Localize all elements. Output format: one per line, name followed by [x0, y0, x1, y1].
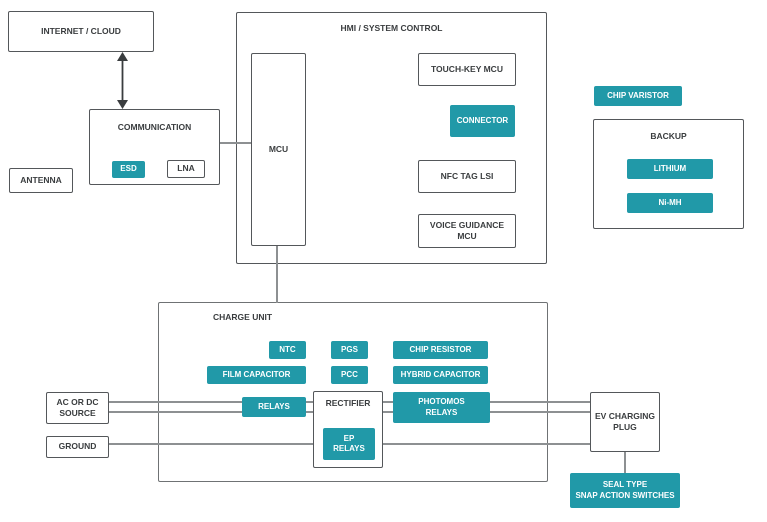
node-ep-relays: EP RELAYS: [323, 428, 375, 460]
seal-switches-label: SEAL TYPE SNAP ACTION SWITCHES: [575, 480, 675, 500]
connector-label: CONNECTOR: [456, 115, 509, 125]
backup-group: BACKUP: [593, 119, 744, 229]
voice-guidance-mcu-label: VOICE GUIDANCE MCU: [429, 219, 505, 241]
node-internet-cloud: INTERNET / CLOUD: [8, 11, 154, 52]
node-ev-charging-plug: EV CHARGING PLUG: [590, 392, 660, 452]
mcu-label: MCU: [268, 143, 289, 154]
backup-label: BACKUP: [650, 131, 687, 141]
node-chip-varistor: CHIP VARISTOR: [594, 86, 682, 106]
communication-group-title: COMMUNICATION: [90, 122, 219, 132]
communication-label: COMMUNICATION: [117, 122, 192, 132]
node-lithium: LITHIUM: [627, 159, 713, 179]
lithium-label: LITHIUM: [653, 163, 687, 173]
node-pcc: PCC: [331, 366, 368, 384]
node-relays: RELAYS: [242, 397, 306, 417]
node-esd: ESD: [112, 161, 145, 178]
communication-group: COMMUNICATION: [89, 109, 220, 185]
charge-unit-group: CHARGE UNIT: [158, 302, 548, 482]
node-ntc: NTC: [269, 341, 306, 359]
ntc-label: NTC: [279, 344, 296, 354]
node-voice-guidance-mcu: VOICE GUIDANCE MCU: [418, 214, 516, 248]
lna-label: LNA: [177, 163, 195, 174]
node-hybrid-capacitor: HYBRID CAPACITOR: [393, 366, 488, 384]
hmi-system-control-group: HMI / SYSTEM CONTROL: [236, 12, 547, 264]
node-ground: GROUND: [46, 436, 109, 458]
photomos-relays-label: PHOTOMOS RELAYS: [418, 397, 465, 417]
film-capacitor-label: FILM CAPACITOR: [222, 369, 291, 379]
chip-resistor-label: CHIP RESISTOR: [409, 344, 472, 354]
esd-label: ESD: [120, 164, 137, 174]
relays-label: RELAYS: [258, 401, 290, 411]
connector-line-plug-to-switches: [624, 452, 626, 474]
pcc-label: PCC: [341, 369, 358, 379]
charge-unit-label: CHARGE UNIT: [213, 312, 273, 322]
backup-group-title: BACKUP: [594, 131, 743, 141]
node-connector: CONNECTOR: [450, 105, 515, 137]
chip-varistor-label: CHIP VARISTOR: [607, 90, 669, 100]
ep-relays-label: EP RELAYS: [333, 433, 365, 453]
node-nimh: Ni-MH: [627, 193, 713, 213]
node-pgs: PGS: [331, 341, 368, 359]
node-ac-or-dc-source: AC OR DC SOURCE: [46, 392, 109, 424]
ev-charging-plug-label: EV CHARGING PLUG: [595, 410, 655, 432]
antenna-label: ANTENNA: [20, 174, 62, 185]
rectifier-label: RECTIFIER: [325, 398, 371, 408]
hmi-label: HMI / SYSTEM CONTROL: [340, 23, 443, 33]
charge-unit-group-title: CHARGE UNIT: [213, 312, 547, 322]
node-touch-key-mcu: TOUCH-KEY MCU: [418, 53, 516, 86]
node-photomos-relays: PHOTOMOS RELAYS: [393, 392, 490, 423]
double-arrow-icon: [117, 52, 128, 109]
hmi-group-title: HMI / SYSTEM CONTROL: [237, 23, 546, 33]
ac-or-dc-source-label: AC OR DC SOURCE: [56, 396, 99, 418]
connector-line-mcu-to-charge-unit: [276, 246, 278, 303]
nfc-tag-lsi-label: NFC TAG LSI: [440, 170, 494, 181]
nimh-label: Ni-MH: [658, 197, 682, 207]
connector-line-comm-to-mcu: [220, 142, 252, 144]
pgs-label: PGS: [341, 344, 358, 354]
hybrid-capacitor-label: HYBRID CAPACITOR: [400, 369, 481, 379]
node-lna: LNA: [167, 160, 205, 178]
node-film-capacitor: FILM CAPACITOR: [207, 366, 306, 384]
node-mcu: MCU: [251, 53, 306, 246]
node-antenna: ANTENNA: [9, 168, 73, 193]
node-seal-type-snap-action-switches: SEAL TYPE SNAP ACTION SWITCHES: [570, 473, 680, 508]
internet-cloud-label: INTERNET / CLOUD: [41, 25, 121, 36]
touch-key-mcu-label: TOUCH-KEY MCU: [431, 63, 503, 74]
node-chip-resistor: CHIP RESISTOR: [393, 341, 488, 359]
ground-label: GROUND: [58, 441, 97, 452]
node-nfc-tag-lsi: NFC TAG LSI: [418, 160, 516, 193]
